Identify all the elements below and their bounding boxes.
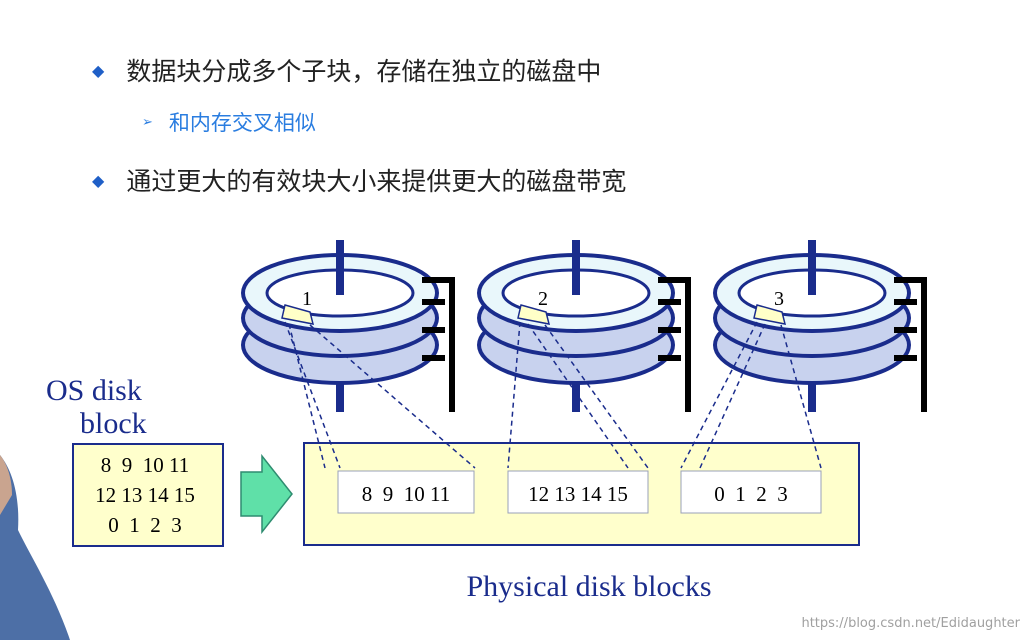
disk-3-label: 3 [774, 288, 784, 310]
disk-stack-1: 1 [241, 240, 455, 412]
os-row-2: 12 13 14 15 [95, 483, 195, 507]
disk-2-label: 2 [538, 288, 548, 310]
os-block-box [72, 443, 224, 547]
disk-1-blocks-box [337, 470, 475, 514]
disk-1-label: 1 [302, 288, 312, 310]
bullet-2: ◆ 通过更大的有效块大小来提供更大的磁盘带宽 [92, 162, 626, 198]
os-row-3: 0 1 2 3 [108, 513, 182, 537]
diamond-icon: ◆ [92, 170, 105, 190]
disk-3-blocks-box [680, 470, 822, 514]
stripe-highlight-3 [753, 304, 787, 325]
arm-1 [422, 277, 455, 412]
physical-blocks-label: Physical disk blocks [467, 570, 712, 603]
mapping-lines [284, 321, 822, 469]
disk-stack-2: 2 [477, 240, 691, 412]
diamond-icon: ◆ [92, 60, 105, 80]
disk-2-blocks-box [507, 470, 649, 514]
os-row-1: 8 9 10 11 [101, 453, 189, 477]
os-label-line1: OS disk [46, 374, 142, 407]
stripe-highlight-1 [281, 304, 315, 325]
os-label-line2: block [80, 407, 147, 440]
arrowhead-icon: ➢ [142, 114, 153, 130]
arm-3 [894, 277, 927, 412]
disk-stack-3: 3 [713, 240, 927, 412]
sub-bullet-1: ➢ 和内存交叉相似 [142, 107, 316, 137]
bullet-2-text: 通过更大的有效块大小来提供更大的磁盘带宽 [126, 167, 627, 196]
disk-1-blocks: 8 9 10 11 [362, 482, 450, 506]
stripe-highlight-2 [517, 304, 551, 325]
arm-2 [658, 277, 691, 412]
presenter-figure [0, 455, 70, 640]
bullet-1-text: 数据块分成多个子块，存储在独立的磁盘中 [126, 57, 602, 86]
right-arrow-icon [240, 453, 293, 535]
sub-bullet-1-text: 和内存交叉相似 [168, 111, 316, 135]
disk-3-blocks: 0 1 2 3 [714, 482, 788, 506]
bullet-1: ◆ 数据块分成多个子块，存储在独立的磁盘中 [92, 52, 601, 88]
watermark: https://blog.csdn.net/Edidaughter [801, 616, 1020, 631]
disk-2-blocks: 12 13 14 15 [528, 482, 628, 506]
